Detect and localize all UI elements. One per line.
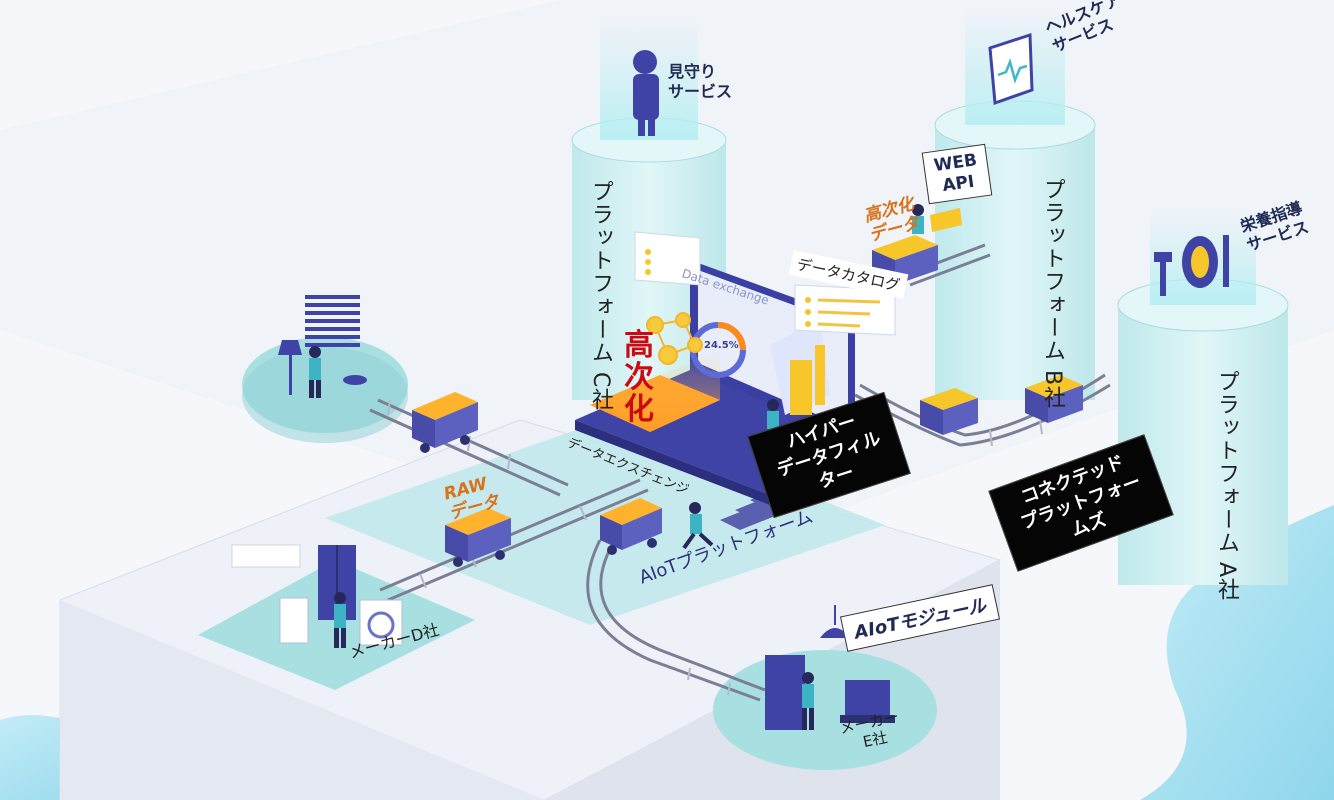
fridge-icon bbox=[318, 545, 356, 620]
person-running bbox=[682, 502, 714, 550]
person-web-api bbox=[912, 204, 962, 234]
koujika-big-label: 高 次 化 bbox=[624, 330, 654, 426]
tv-icon bbox=[840, 680, 895, 723]
watch-service-line1: 見守り bbox=[668, 62, 717, 81]
blinds-icon bbox=[305, 295, 360, 347]
node-network bbox=[646, 312, 703, 365]
main-slab-side bbox=[60, 600, 545, 800]
cart-raw-home bbox=[412, 392, 478, 453]
platform-b-label: プラットフォーム B社 bbox=[1040, 178, 1065, 410]
floating-card-left bbox=[634, 231, 701, 286]
cart-connected-2 bbox=[1025, 375, 1083, 423]
robot-vacuum-icon bbox=[343, 375, 367, 385]
person-home bbox=[309, 346, 321, 398]
door-lock-icon bbox=[765, 655, 805, 730]
cart-middle bbox=[600, 498, 662, 555]
web-api-label: WEB API bbox=[921, 143, 993, 205]
aircon-icon bbox=[231, 544, 301, 568]
person-maker-d bbox=[334, 592, 346, 648]
lamp-icon bbox=[278, 340, 302, 395]
platform-a-label: プラットフォーム A社 bbox=[1214, 370, 1239, 602]
pad-maker-e bbox=[713, 650, 937, 770]
air-purifier-icon bbox=[279, 597, 309, 644]
koujika-char-3: 化 bbox=[624, 392, 654, 427]
dashboard-value: 24.5% bbox=[704, 340, 739, 351]
watch-service-icon bbox=[633, 50, 659, 136]
watch-service-label: 見守り サービス bbox=[668, 62, 732, 102]
koujika-char-2: 次 bbox=[624, 360, 654, 395]
koujika-char-1: 高 bbox=[624, 328, 654, 363]
washer-icon bbox=[359, 599, 403, 646]
person-filter bbox=[767, 399, 779, 429]
cart-connected-1 bbox=[920, 388, 978, 435]
watch-service-line2: サービス bbox=[668, 82, 733, 101]
nutrition-fork-plate-icon bbox=[1154, 235, 1229, 296]
healthcare-clipboard-icon bbox=[988, 32, 1034, 106]
platform-c-label: プラットフォーム C社 bbox=[588, 180, 613, 412]
person-maker-e bbox=[802, 672, 814, 730]
cart-raw-data bbox=[445, 508, 511, 567]
